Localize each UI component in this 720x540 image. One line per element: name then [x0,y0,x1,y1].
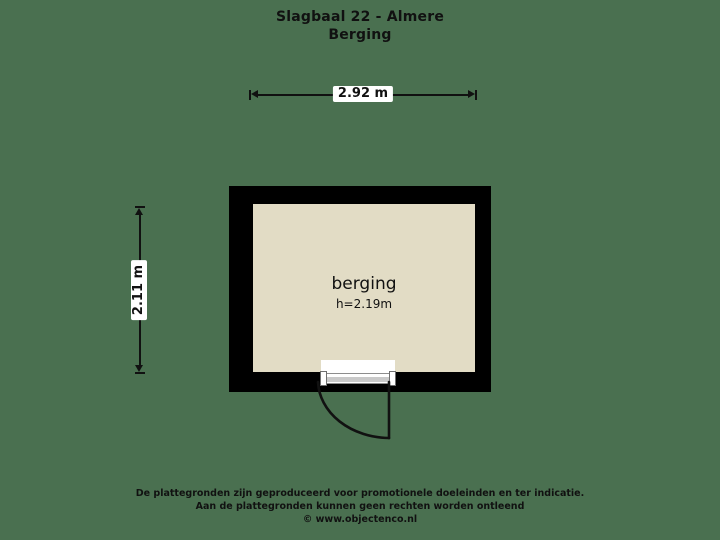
page-title: Slagbaal 22 - Almere Berging [0,8,720,44]
dimension-vertical-label: 2.11 m [131,259,147,321]
door-jamb-right-icon [389,371,396,386]
footer-line-1: De plattegronden zijn geproduceerd voor … [135,488,585,499]
dimension-arrow-bottom-icon [135,365,143,372]
dimension-tick-left-icon [249,89,251,100]
dimension-horizontal: 2.92 m [249,86,477,102]
dimension-arrow-right-icon [468,90,475,98]
dimension-horizontal-label: 2.92 m [332,86,394,102]
footer-line-3: © www.objectenco.nl [302,514,418,525]
dimension-tick-bottom-icon [134,372,145,374]
door-jamb-left-icon [320,371,327,386]
door-leaf-fill [323,377,393,382]
dimension-tick-right-icon [475,89,477,100]
title-address: Slagbaal 22 - Almere [275,9,445,25]
door-leaf [323,373,393,384]
footer-line-2: Aan de plattegronden kunnen geen rechten… [195,501,525,512]
door-swing-arc-icon [316,380,391,440]
room-name: berging [331,274,397,294]
footer-disclaimer: De plattegronden zijn geproduceerd voor … [0,487,720,526]
room-label-berging: berging h=2.19m [253,274,475,312]
floorplan-body: berging h=2.19m [229,186,491,440]
dimension-vertical: 2.11 m [131,206,147,374]
room-ceiling-height: h=2.19m [335,297,393,311]
title-subject: Berging [328,27,392,43]
door-opening [320,360,396,394]
dimension-arrow-left-icon [251,90,258,98]
room-floor-berging [253,204,475,372]
dimension-arrow-top-icon [135,208,143,215]
dimension-tick-top-icon [134,206,145,208]
